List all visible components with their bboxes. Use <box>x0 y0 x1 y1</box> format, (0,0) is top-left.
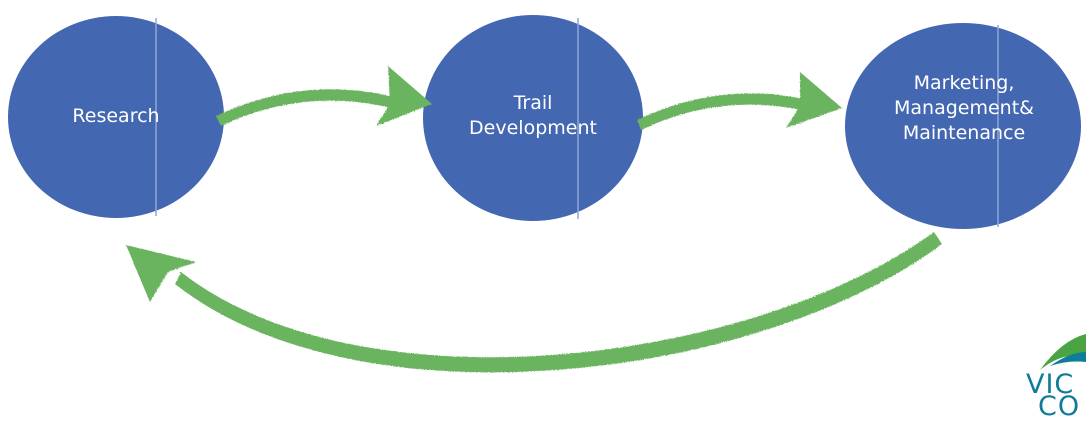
arrow-research-to-trail-head <box>376 66 432 126</box>
arrow-marketing-to-research-shaft <box>175 232 942 373</box>
leaf-logo-icon <box>1040 334 1086 370</box>
arrow-trail-to-marketing-head <box>786 72 842 128</box>
node-research-label: Research <box>16 104 216 129</box>
arrow-research-to-trail-shaft <box>216 89 398 126</box>
node-marketing-label-line: Marketing, <box>913 72 1015 94</box>
arrow-research-to-trail <box>216 66 432 126</box>
node-marketing <box>845 23 1081 229</box>
arrow-marketing-to-research-head <box>126 245 196 302</box>
arrow-marketing-to-research <box>126 232 942 373</box>
node-trail-development-circle <box>423 15 643 221</box>
node-marketing-label-line: Maintenance <box>902 122 1026 144</box>
arrow-trail-to-marketing-shaft <box>637 93 808 130</box>
node-research-circle <box>8 16 224 218</box>
logo-leaf-green <box>1040 334 1086 370</box>
arrow-trail-to-marketing <box>637 72 842 130</box>
node-research <box>8 16 224 218</box>
node-trail-development-label-line: Trail <box>513 92 553 114</box>
node-trail-development <box>423 15 643 221</box>
logo-text: VIC CO <box>1026 369 1081 421</box>
logo-leaf-teal <box>1050 352 1086 366</box>
organization-logo: VIC CO <box>1010 326 1086 421</box>
node-marketing-label-line: Management& <box>894 97 1034 119</box>
node-marketing-label: Marketing, Management& Maintenance <box>864 71 1064 146</box>
node-marketing-circle <box>845 23 1081 229</box>
logo-text-line: CO <box>1038 391 1081 421</box>
node-trail-development-label: Trail Development <box>433 91 633 141</box>
node-research-label-line: Research <box>72 105 160 127</box>
node-trail-development-label-line: Development <box>469 117 597 139</box>
logo-text-line: VIC <box>1026 369 1075 400</box>
